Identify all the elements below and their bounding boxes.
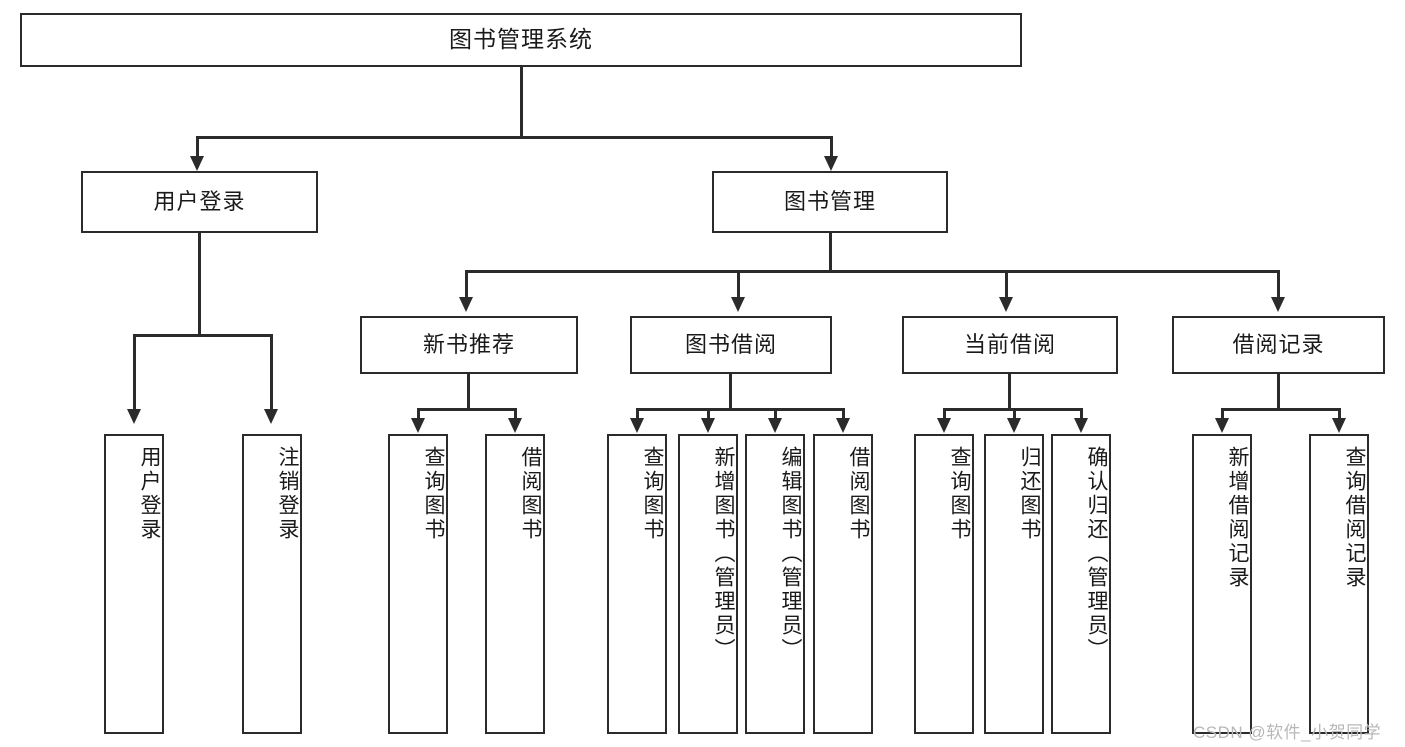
connector-user-login-bus <box>133 334 272 337</box>
connector-user-login-trunk <box>198 233 201 336</box>
connector-book-manage-to-borrow-record <box>1277 270 1280 300</box>
node-leaf-borrow-book-1[interactable]: 借阅图书 <box>485 434 545 734</box>
node-leaf-query-book-1-label: 查询图书 <box>422 446 445 542</box>
connector-current-borrow-to-leaf-1 <box>943 408 946 420</box>
node-leaf-query-book-2[interactable]: 查询图书 <box>607 434 667 734</box>
connector-new-book-to-leaf-2 <box>514 408 517 420</box>
arrow-book-borrow-to-leaf-3 <box>768 418 782 433</box>
node-current-borrow[interactable]: 当前借阅 <box>902 316 1118 374</box>
connector-book-manage-to-current-borrow <box>1005 270 1008 300</box>
arrow-book-manage-to-book-borrow <box>731 297 745 312</box>
node-leaf-user-login[interactable]: 用户登录 <box>104 434 164 734</box>
node-leaf-query-record-label: 查询借阅记录 <box>1343 446 1366 590</box>
connector-borrow-record-to-leaf-1 <box>1221 408 1224 420</box>
node-leaf-return-book-label: 归还图书 <box>1018 446 1041 542</box>
arrow-borrow-record-to-leaf-1 <box>1215 418 1229 433</box>
node-leaf-add-book[interactable]: 新增图书（管理员） <box>678 434 738 734</box>
connector-root-bus <box>196 136 833 139</box>
connector-current-borrow-to-leaf-2 <box>1013 408 1016 420</box>
node-borrow-record-label: 借阅记录 <box>1232 331 1325 357</box>
arrow-user-login-to-leaf-2 <box>264 409 278 424</box>
connector-user-login-to-leaf-1 <box>133 334 136 412</box>
connector-new-book-bus <box>417 408 517 411</box>
connector-book-borrow-bus <box>636 408 843 411</box>
connector-root-trunk <box>520 67 523 138</box>
connector-book-borrow-to-leaf-1 <box>636 408 639 420</box>
node-leaf-query-book-2-label: 查询图书 <box>641 446 664 542</box>
node-leaf-confirm-return-label: 确认归还（管理员） <box>1085 446 1108 662</box>
connector-current-borrow-trunk <box>1008 374 1011 410</box>
arrow-new-book-to-leaf-1 <box>411 418 425 433</box>
arrow-book-manage-to-borrow-record <box>1271 297 1285 312</box>
node-leaf-query-record[interactable]: 查询借阅记录 <box>1309 434 1369 734</box>
connector-current-borrow-bus <box>943 408 1082 411</box>
arrow-root-to-user-login <box>190 156 204 171</box>
node-book-borrow-label: 图书借阅 <box>684 331 777 357</box>
node-leaf-query-book-1[interactable]: 查询图书 <box>388 434 448 734</box>
connector-root-to-book-manage <box>830 136 833 161</box>
connector-user-login-to-leaf-2 <box>270 334 273 412</box>
node-book-manage[interactable]: 图书管理 <box>712 171 948 233</box>
node-leaf-user-login-label: 用户登录 <box>138 446 161 542</box>
connector-book-manage-trunk <box>829 233 832 273</box>
node-leaf-logout-login-label: 注销登录 <box>276 446 299 542</box>
node-leaf-borrow-book-2-label: 借阅图书 <box>847 446 870 542</box>
arrow-book-borrow-to-leaf-1 <box>630 418 644 433</box>
connector-book-borrow-to-leaf-2 <box>707 408 710 420</box>
connector-book-borrow-trunk <box>729 374 732 410</box>
connector-book-manage-bus <box>465 270 1279 273</box>
node-leaf-add-book-label: 新增图书（管理员） <box>712 446 735 662</box>
node-leaf-edit-book[interactable]: 编辑图书（管理员） <box>745 434 805 734</box>
node-leaf-query-book-3-label: 查询图书 <box>948 446 971 542</box>
node-leaf-edit-book-label: 编辑图书（管理员） <box>779 446 802 662</box>
node-user-login-label: 用户登录 <box>153 188 246 214</box>
connector-book-borrow-to-leaf-4 <box>842 408 845 420</box>
arrow-book-manage-to-new-book <box>459 297 473 312</box>
connector-book-manage-to-book-borrow <box>737 270 740 300</box>
node-leaf-borrow-book-2[interactable]: 借阅图书 <box>813 434 873 734</box>
connector-current-borrow-to-leaf-3 <box>1080 408 1083 420</box>
node-leaf-borrow-book-1-label: 借阅图书 <box>519 446 542 542</box>
arrow-book-borrow-to-leaf-4 <box>836 418 850 433</box>
node-current-borrow-label: 当前借阅 <box>963 331 1056 357</box>
arrow-book-borrow-to-leaf-2 <box>701 418 715 433</box>
connector-borrow-record-trunk <box>1277 374 1280 410</box>
node-leaf-logout-login[interactable]: 注销登录 <box>242 434 302 734</box>
node-leaf-add-record[interactable]: 新增借阅记录 <box>1192 434 1252 734</box>
arrow-current-borrow-to-leaf-1 <box>937 418 951 433</box>
node-leaf-return-book[interactable]: 归还图书 <box>984 434 1044 734</box>
arrow-current-borrow-to-leaf-2 <box>1007 418 1021 433</box>
node-leaf-confirm-return[interactable]: 确认归还（管理员） <box>1051 434 1111 734</box>
connector-new-book-to-leaf-1 <box>417 408 420 420</box>
arrow-current-borrow-to-leaf-3 <box>1074 418 1088 433</box>
node-borrow-record[interactable]: 借阅记录 <box>1172 316 1385 374</box>
arrow-root-to-book-manage <box>824 156 838 171</box>
node-book-manage-label: 图书管理 <box>783 188 876 214</box>
connector-new-book-trunk <box>467 374 470 410</box>
arrow-book-manage-to-current-borrow <box>999 297 1013 312</box>
node-new-book-recommend-label: 新书推荐 <box>422 331 515 357</box>
connector-root-to-user-login <box>196 136 199 161</box>
node-user-login[interactable]: 用户登录 <box>81 171 318 233</box>
connector-book-manage-to-new-book <box>465 270 468 300</box>
connector-book-borrow-to-leaf-3 <box>774 408 777 420</box>
arrow-borrow-record-to-leaf-2 <box>1332 418 1346 433</box>
arrow-new-book-to-leaf-2 <box>508 418 522 433</box>
watermark: CSDN @软件_小贺同学 <box>1193 723 1382 742</box>
node-root[interactable]: 图书管理系统 <box>20 13 1022 67</box>
node-leaf-add-record-label: 新增借阅记录 <box>1226 446 1249 590</box>
connector-borrow-record-to-leaf-2 <box>1338 408 1341 420</box>
node-book-borrow[interactable]: 图书借阅 <box>630 316 832 374</box>
node-new-book-recommend[interactable]: 新书推荐 <box>360 316 578 374</box>
connector-borrow-record-bus <box>1221 408 1339 411</box>
node-root-label: 图书管理系统 <box>449 26 593 53</box>
arrow-user-login-to-leaf-1 <box>127 409 141 424</box>
node-leaf-query-book-3[interactable]: 查询图书 <box>914 434 974 734</box>
